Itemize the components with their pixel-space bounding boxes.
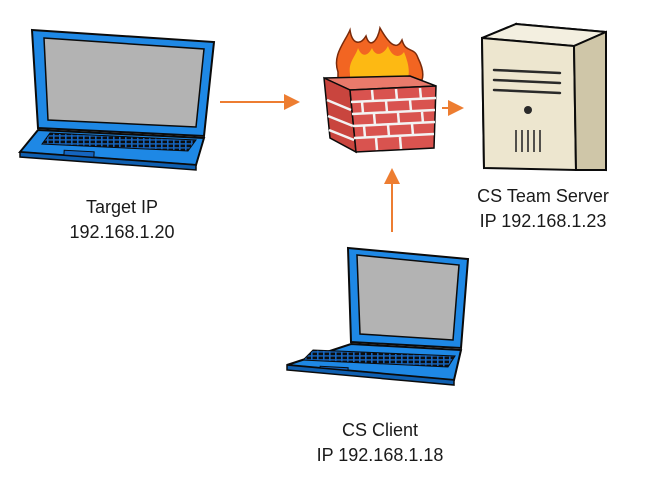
client-laptop-icon — [286, 246, 470, 386]
target-laptop-icon — [18, 28, 216, 171]
target-label-line2: 192.168.1.20 — [69, 222, 175, 242]
server-label: CS Team Server IP 192.168.1.23 — [450, 184, 636, 234]
server-label-line1: CS Team Server — [477, 186, 609, 206]
server-label-line2: IP 192.168.1.23 — [479, 211, 607, 231]
target-label-line1: Target IP — [85, 197, 159, 217]
server-tower-icon — [480, 22, 607, 172]
target-label: Target IP 192.168.1.20 — [22, 195, 222, 245]
firewall-icon — [323, 25, 437, 154]
client-label: CS Client IP 192.168.1.18 — [290, 418, 470, 468]
client-label-line2: IP 192.168.1.18 — [316, 445, 444, 465]
client-label-line1: CS Client — [341, 420, 419, 440]
